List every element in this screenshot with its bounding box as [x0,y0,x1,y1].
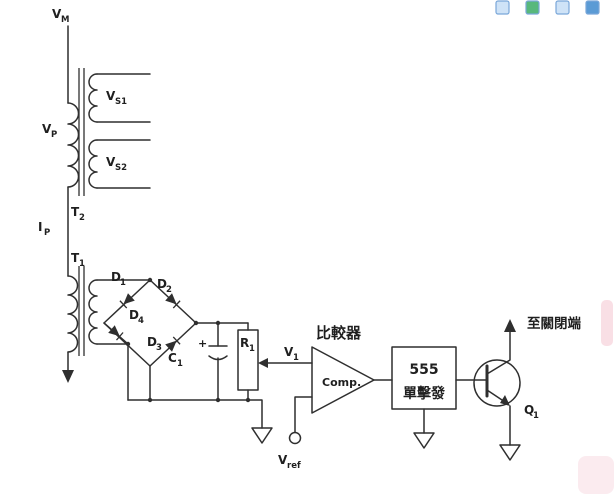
label-vs2: V [106,155,116,169]
label-vm-sub: M [61,15,69,25]
diode-d3-symbol [165,336,181,352]
label-vref-sub: ref [287,461,301,471]
label-t2-sub: 2 [79,213,85,223]
r1-body [237,329,259,391]
ground-symbols [251,427,521,461]
q1-emitter-wire [486,389,511,446]
diode-d2-symbol [165,293,181,309]
label-vm: V [52,7,62,21]
label-oneshot-cn: 單擊發 [403,385,446,402]
t2-secondary-coil-vs2 [88,139,98,189]
main-feeder-line [62,25,74,383]
vref-terminal[interactable] [288,431,302,445]
label-vs1-sub: S1 [115,97,127,107]
q1-collector-wire [486,329,511,375]
scan-smudge-bottom-right [578,456,614,494]
label-r1: R [240,336,249,350]
label-d2-sub: 2 [166,285,172,295]
label-timer-555: 555 [409,362,438,378]
filter-capacitor-c1 [208,322,228,401]
toolbar-icon-4[interactable] [585,0,600,15]
label-vp-sub: P [51,130,57,140]
toolbar-icon-1[interactable] [495,0,510,15]
label-q1: Q [524,403,534,417]
label-comparator-en: Comp. [322,376,361,389]
label-t1: T [71,251,80,265]
label-v1: V [284,345,294,359]
transformer-t1 [67,266,151,356]
potentiometer-r1 [237,322,313,401]
toolbar-icon-3[interactable] [555,0,570,15]
output-up-arrow [504,319,516,332]
junction-dot [215,320,221,326]
label-ip-sub: P [44,228,50,238]
label-r1-sub: 1 [249,344,255,354]
label-d1-sub: 1 [120,278,126,288]
t2-secondary-leads [96,73,151,189]
t2-primary-coil [67,102,80,188]
scan-smudge-right [601,300,613,346]
diode-bridge [103,279,197,401]
label-v1-sub: 1 [293,353,299,363]
q1-envelope [473,359,521,407]
diode-d4-symbol [108,325,124,341]
ground-symbol-555 [413,432,435,449]
junction-dot [193,320,199,326]
label-d3-sub: 3 [156,343,162,353]
label-d3: D [147,335,157,349]
junction-dot [147,397,153,403]
timer-555-block [391,346,488,434]
label-vref: V [278,453,288,467]
label-output-cn: 至關閉端 [527,315,581,332]
junction-dot [125,341,131,347]
junction-dot [215,397,221,403]
toolbar-icon-2[interactable] [525,0,540,15]
label-vs2-sub: S2 [115,163,127,173]
label-c1-polarity: + [198,337,207,350]
label-q1-sub: 1 [533,411,539,421]
label-ip: I [38,220,42,234]
t2-core-lines [78,68,85,196]
r1-wiper-arrow[interactable] [258,358,268,368]
q1-emitter-arrow [500,395,510,406]
label-d2: D [157,277,167,291]
junction-dots [125,277,251,403]
comparator [288,346,393,445]
label-t2: T [71,205,80,219]
junction-dot [147,277,153,283]
bottom-return-rail [127,399,263,429]
transistor-q1 [473,319,521,446]
t1-primary-coil [67,275,79,353]
t1-secondary-leads [96,279,151,345]
ground-symbol-rail [251,427,273,444]
t1-secondary-coil [88,279,98,345]
labels: V M V S1 V P V S2 T 2 I P T 1 D 1 D 2 D … [38,7,581,471]
transformer-t2 [67,68,151,196]
label-c1-sub: 1 [177,359,183,369]
comparator-triangle [311,346,375,414]
label-c1: C [168,351,177,365]
label-t1-sub: 1 [79,259,85,269]
comparator-input-lower-wire [294,396,313,433]
t2-secondary-coil-vs1 [88,73,98,123]
label-vp: V [42,122,52,136]
diode-d1-symbol [119,293,135,309]
bridge-diamond [103,279,197,367]
label-d1: D [111,270,121,284]
junction-dot [245,397,251,403]
label-d4: D [129,308,139,322]
ground-symbol-q1 [499,444,521,461]
label-d4-sub: 4 [138,316,144,326]
label-comparator-cn: 比較器 [316,324,362,342]
browser-toolbar-fragment [495,0,600,15]
t1-core-lines [78,266,85,356]
label-vs1: V [106,89,116,103]
current-direction-arrow [62,370,74,383]
